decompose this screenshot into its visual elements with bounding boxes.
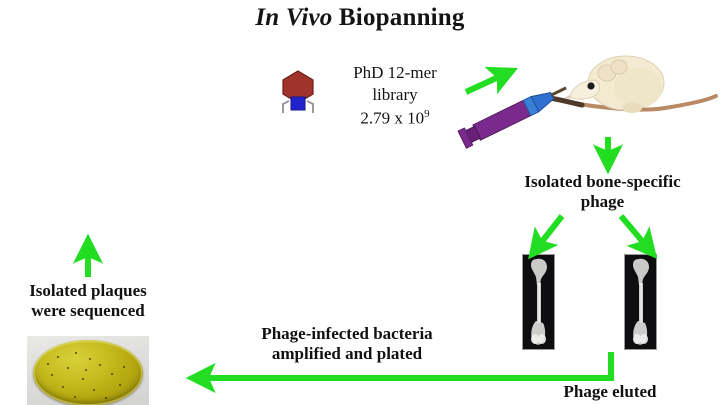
petri-dish-rim	[33, 340, 143, 405]
plaque-spot	[82, 378, 84, 380]
phage-leg-right-icon	[306, 100, 314, 113]
plaque-spot	[75, 352, 77, 354]
plaque-spot	[111, 373, 113, 375]
plaque-spot	[57, 356, 59, 358]
plaque-spot	[93, 389, 95, 391]
petri-dish-photo	[27, 336, 149, 405]
plaque-spot	[85, 369, 87, 371]
plaque-spot	[74, 396, 76, 398]
library-titer: 2.79 x 109	[330, 107, 460, 130]
title-roman-part: Biopanning	[332, 4, 465, 31]
step-isolated-phage-label: Isolated bone-specific phage	[524, 172, 681, 212]
mouse-haunch-icon	[614, 68, 662, 108]
plaque-spot	[99, 364, 101, 366]
mouse-tail-icon	[566, 94, 718, 112]
syringe-needle-icon	[551, 86, 567, 97]
step-infected-bacteria-label: Phage-infected bacteria amplified and pl…	[261, 324, 433, 364]
plaque-spot	[47, 363, 49, 365]
arrow-to-left-bone-icon	[528, 214, 565, 260]
plaque-spot	[62, 386, 64, 388]
library-titer-exponent: 9	[424, 107, 430, 120]
mouse-foot-icon	[622, 103, 642, 113]
syringe-flange-icon	[457, 127, 474, 149]
phage-particle-icon	[276, 68, 320, 118]
femur-proximal-right-icon	[633, 258, 649, 285]
arrow-to-right-bone-icon	[618, 214, 658, 260]
plaque-spot	[89, 358, 91, 360]
plaque-spot	[51, 374, 53, 376]
mouse-eye-icon	[587, 82, 595, 90]
step-phage-eluted-label: Phage eluted	[563, 382, 657, 401]
plaque-spot	[123, 366, 125, 368]
plaque-spot	[119, 384, 121, 386]
syringe-barrel-icon	[472, 99, 532, 141]
plaque-spot	[67, 367, 69, 369]
syringe-icon	[457, 86, 567, 149]
phage-leg-left-icon	[282, 100, 290, 113]
library-line-2: library	[372, 85, 418, 105]
bone-xray-right	[624, 254, 657, 350]
page-title: In Vivo Biopanning	[0, 4, 720, 32]
femur-proximal-left-icon	[531, 258, 547, 285]
syringe-cone-icon	[530, 92, 555, 113]
phage-library-label: PhD 12-mer library 2.79 x 109	[330, 62, 460, 130]
mouse-injection-illustration	[450, 50, 720, 155]
mouse-snout-icon	[564, 95, 571, 99]
library-titer-base: 2.79 x 10	[360, 108, 425, 128]
bone-xray-left	[522, 254, 555, 350]
title-italic-part: In Vivo	[255, 4, 333, 31]
library-line-1: PhD 12-mer	[353, 63, 437, 82]
phage-sheath-icon	[290, 96, 306, 111]
step-isolated-plaques-label: Isolated plaques were sequenced	[29, 281, 147, 321]
mouse-ear-back-icon	[610, 59, 628, 75]
plaque-spot	[105, 397, 107, 399]
